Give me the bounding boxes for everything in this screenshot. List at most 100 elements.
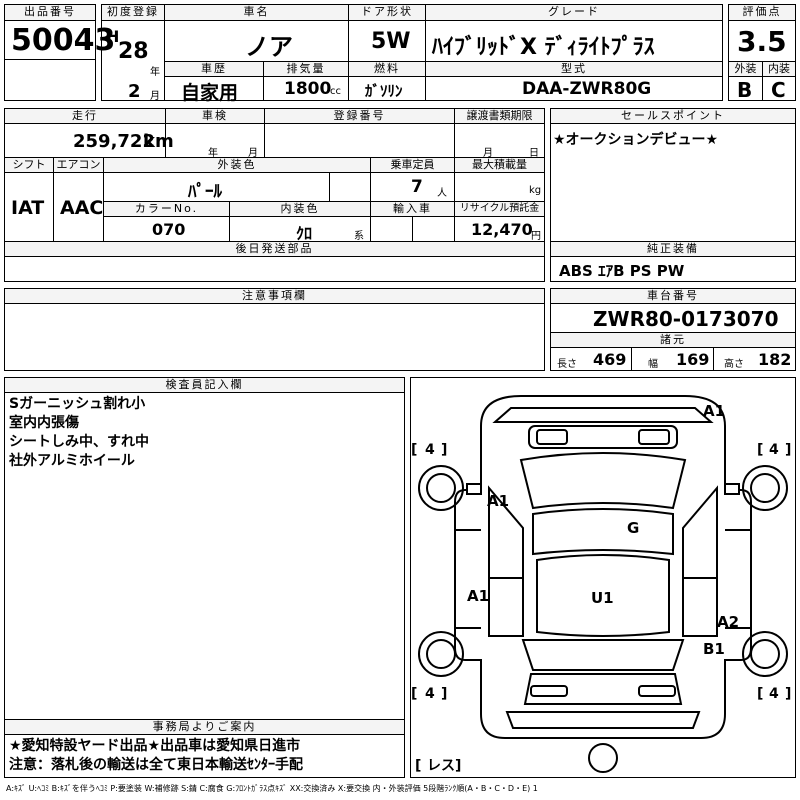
lot-no-blank [4,59,96,101]
first-reg-year-unit: 年 [150,67,160,78]
recycle-label: リサイクル預託金 [454,201,545,217]
spec-length-cell: 長さ 469 [550,347,632,371]
displacement-cell: 1800 cc [263,76,349,101]
int-score-value: C [771,78,786,102]
svg-text:]: ] [441,442,447,458]
int-color-cell: ｸﾛ 系 [229,216,371,243]
transfer-month-unit: 月 [483,148,493,159]
office-line: ★愛知特設ヤード出品★出品車は愛知県日進市 [9,738,301,754]
mark-right-rear-b: B1 [703,640,725,658]
reg-no-label: 登録番号 [264,108,455,124]
office-lines: ★愛知特設ヤード出品★出品車は愛知県日進市 注意：落札後の輸送は全て東日本輸送ｾ… [9,737,303,775]
color-label: 外装色 [103,157,371,173]
sales-point-cell: ★オークションデビュー★ [550,123,796,242]
mark-left-front: A1 [487,492,509,510]
shift-value: IAT [11,197,45,219]
mark-center: G [627,519,639,537]
spec-length-label: 長さ [557,359,577,370]
svg-text:[: [ [415,758,421,774]
capacity-label: 乗車定員 [370,157,455,173]
score-value: 3.5 [737,25,787,58]
displacement-label: 排気量 [263,61,349,77]
inspector-line: 室内内張傷 [9,415,79,431]
lot-no-label: 出品番号 [4,4,96,21]
capacity-cell: 7 人 [370,172,455,202]
spec-width-label: 幅 [648,359,658,370]
first-reg-year: 28 [118,39,149,64]
vehicle-diagram-svg: A1 A1 G A1 U1 A2 B1 [4] [4] [4] [4] [レス] [411,395,791,774]
displacement-value: 1800 [284,79,332,99]
lot-no-cell: 50043 [4,20,115,60]
recycle-unit: 円 [531,231,541,242]
int-color-value: ｸﾛ [296,224,313,243]
svg-text:[: [ [757,442,763,458]
inspector-cell: Sガーニッシュ割れ小 室内内張傷 シートしみ中、すれ中 社外アルミホイール [4,392,405,720]
equipment-text: ABS ｴｱB PS PW [559,262,685,280]
color-value: ﾊﾟｰﾙ [188,182,222,202]
door-cell: 5W [348,20,426,62]
color-blank [329,172,371,202]
int-color-unit: 系 [354,231,364,242]
transfer-day-unit: 日 [529,148,539,159]
grade-value: ﾊｲﾌﾞﾘｯﾄﾞX ﾃﾞｨﾗｲﾄﾌﾟﾗｽ [432,35,655,60]
tire-fr: 4 [769,442,779,458]
aircon-label: エアコン [53,157,104,173]
car-name-value: ノア [245,33,293,61]
equipment-label: 純正装備 [550,241,796,257]
chassis-label: 車台番号 [550,288,796,304]
spec-height-cell: 高さ 182 [713,347,796,371]
lot-no-value: 50043 [11,23,116,58]
aircon-value: AAC [60,197,104,219]
fuel-label: 燃料 [348,61,426,77]
history-cell: 自家用 [164,76,264,104]
mark-right-rear-a: A2 [717,613,739,631]
notes-label: 注意事項欄 [4,288,545,304]
tire-rr: 4 [769,686,779,702]
recycle-cell: 12,470 円 [454,216,545,242]
later-parts-label: 後日発送部品 [4,241,545,257]
mark-front: A1 [703,402,725,420]
score-label: 評価点 [728,4,796,21]
svg-text:[: [ [411,442,417,458]
shift-label: シフト [4,157,54,173]
svg-text:]: ] [785,686,791,702]
chassis-cell: ZWR80-0173070 [550,303,796,333]
inspection-month-unit: 月 [248,148,258,159]
office-cell: ★愛知特設ヤード出品★出品車は愛知県日進市 注意：落札後の輸送は全て東日本輸送ｾ… [4,734,405,778]
mark-floor: U1 [591,589,614,607]
color-no-label: カラーNo. [103,201,230,217]
sales-point-text: ★オークションデビュー★ [553,132,719,148]
later-parts-cell [4,256,545,282]
vehicle-diagram: A1 A1 G A1 U1 A2 B1 [4] [4] [4] [4] [レス] [410,377,796,778]
svg-text:]: ] [441,686,447,702]
inspection-label: 車検 [165,108,265,124]
first-reg-label: 初度登録 [101,4,165,21]
capacity-unit: 人 [437,188,447,199]
history-value: 自家用 [181,82,239,104]
mark-left-rear: A1 [467,587,489,605]
chassis-value: ZWR80-0173070 [593,307,779,331]
model-cell: DAA-ZWR80G [425,76,723,101]
tire-spare: レス [427,758,455,774]
inspector-lines: Sガーニッシュ割れ小 室内内張傷 シートしみ中、すれ中 社外アルミホイール [9,395,149,471]
inspection-cell: 年 月 [165,123,265,159]
spec-height-value: 182 [758,350,792,369]
transfer-cell: 月 日 [454,123,545,159]
transfer-label: 譲渡書類期限 [454,108,545,124]
fuel-cell: ｶﾞｿﾘﾝ [348,76,426,101]
spec-width-cell: 幅 169 [631,347,714,371]
load-label: 最大積載量 [454,157,545,173]
mileage-cell: 259,722 km [4,123,174,158]
ext-score-cell: B [728,76,763,102]
equipment-cell: ABS ｴｱB PS PW [550,256,796,282]
grade-label: グレード [425,4,723,21]
car-name-cell: ノア [164,20,349,62]
svg-text:[: [ [757,686,763,702]
legend-text: A:ｷｽﾞ U:ﾍｺﾐ B:ｷｽﾞを伴うﾍｺﾐ P:要塗装 W:補修跡 S:錆 … [6,784,538,793]
svg-text:[: [ [411,686,417,702]
first-reg-month-unit: 月 [150,91,160,102]
int-score-label: 内装 [762,61,796,77]
color-cell: ﾊﾟｰﾙ [103,172,330,202]
inspector-line: シートしみ中、すれ中 [9,434,149,450]
car-name-label: 車名 [164,4,349,21]
